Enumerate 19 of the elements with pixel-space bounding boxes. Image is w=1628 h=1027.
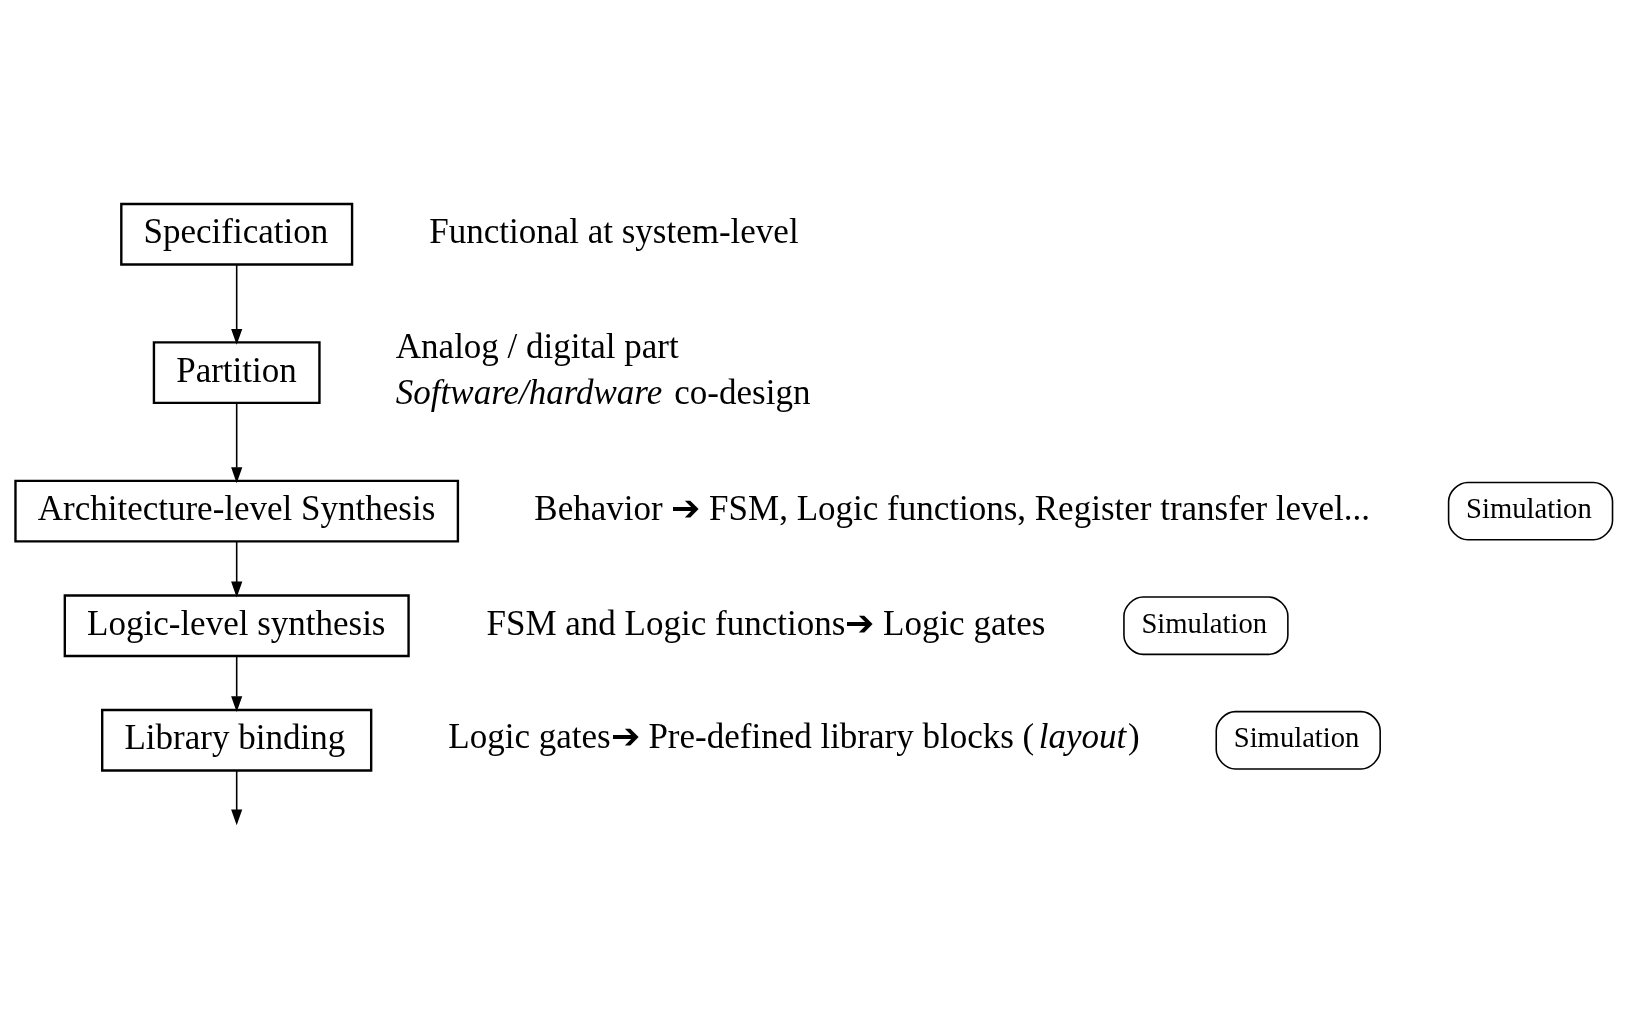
node-box: Simulation (1215, 710, 1381, 770)
arrow (231, 540, 243, 598)
node-label: Behavior ➔ FSM, Logic functions, Register transfer level... (534, 489, 1371, 529)
arrow (231, 769, 243, 826)
node-box: Logic-level synthesis (63, 594, 410, 658)
arrow (231, 402, 243, 484)
node-label: Analog / digital part (395, 326, 679, 366)
node-label: Functional at system-level (429, 212, 799, 252)
node-box: Architecture-level Synthesis (14, 479, 460, 543)
node-box: Partition (152, 341, 321, 405)
node-box: Simulation (1447, 481, 1614, 541)
node-label: FSM and Logic functions➔ Logic gates (486, 603, 1046, 643)
node-box: Simulation (1123, 596, 1289, 656)
node-box: Library binding (101, 708, 373, 772)
node-label: Logic gates➔ Pre-defined library blocks (layout) (448, 716, 1140, 756)
arrow (231, 655, 243, 713)
node-label: Software/hardware co-design (395, 372, 811, 412)
arrow (231, 263, 243, 345)
node-box: Specification (120, 202, 354, 266)
